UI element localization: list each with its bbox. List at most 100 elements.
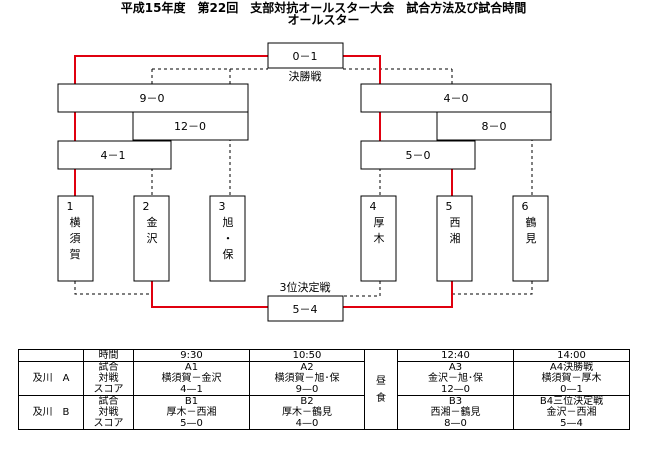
game-score: 12—0 — [440, 384, 471, 395]
row-label: 対戦 — [98, 407, 119, 418]
row-label: 対戦 — [98, 373, 119, 384]
game-id: A4決勝戦 — [549, 362, 594, 373]
lunch-char: 食 — [376, 392, 386, 404]
team-char: ・ — [223, 232, 234, 245]
venue-name: 及川 A — [18, 361, 84, 396]
dash-third-left — [74, 281, 152, 295]
schedule-table: 時間 9:30 10:50 昼 食 12:40 14:00 及川 A 試合 対戦… — [18, 349, 630, 430]
team-num: 1 — [67, 200, 74, 213]
red-third-right — [343, 281, 453, 308]
team-boxes — [57, 195, 549, 282]
row-label: スコア — [93, 418, 124, 429]
game-match: 横須賀－旭･保 — [274, 373, 340, 384]
game-cell: A1 横須賀－金沢 4—1 — [133, 361, 250, 396]
team-char: 厚 — [374, 216, 385, 229]
game-cell: A2 横須賀－旭･保 9—0 — [249, 361, 365, 396]
team-char: 保 — [223, 247, 234, 261]
game-score: 5—4 — [560, 418, 583, 429]
dash-third-rightmid — [268, 281, 381, 297]
team-num: 4 — [370, 200, 377, 213]
team-box-2 — [133, 195, 170, 282]
lunch-cell: 昼 食 — [364, 349, 398, 430]
red-final-right — [343, 55, 381, 84]
time-row: 時間 9:30 10:50 昼 食 12:40 14:00 — [18, 349, 630, 430]
red-lines — [74, 55, 453, 308]
game-score: 4—0 — [295, 418, 319, 429]
game-score: 8—0 — [444, 418, 467, 429]
game-cell: B2 厚木－鶴見 4—0 — [249, 395, 365, 430]
venue-row-a: 及川 A 試合 対戦 スコア A1 横須賀－金沢 4—1 A2 横須賀－旭･保 … — [18, 361, 630, 396]
final-label: 決勝戦 — [289, 69, 322, 83]
game-cell: A3 金沢－旭･保 12—0 — [397, 361, 514, 396]
team-char: 沢 — [147, 231, 158, 245]
venue-name: 及川 B — [18, 395, 84, 430]
left-semi-box — [57, 83, 249, 113]
right-first-score: 5－0 — [406, 149, 431, 162]
game-id: B4三位決定戦 — [539, 396, 604, 407]
team-num: 3 — [219, 200, 226, 213]
time-cell: 12:40 — [397, 349, 514, 362]
team-char: 西 — [450, 216, 461, 229]
dash-third-right — [452, 281, 533, 295]
row-labels: 試合 対戦 スコア — [83, 361, 134, 396]
time-header: 時間 — [83, 349, 134, 362]
game-match: 横須賀－金沢 — [161, 373, 222, 384]
game-score: 5—0 — [180, 418, 203, 429]
team-char: 湘 — [450, 231, 461, 245]
game-match: 厚木－鶴見 — [282, 407, 332, 418]
left-quarter-score: 12－0 — [174, 120, 206, 133]
third-box — [267, 295, 344, 322]
team-texts: 1 横 須 賀 2 金 沢 3 旭 ・ 保 4 厚 木 5 西 湘 6 鶴 見 — [67, 200, 537, 261]
right-semi-score: 4－0 — [444, 92, 469, 105]
left-semi-score: 9－0 — [140, 92, 165, 105]
team-num: 6 — [522, 200, 529, 213]
game-cell: B3 西湘－鶴見 8—0 — [397, 395, 514, 430]
left-quarter-box — [132, 111, 249, 141]
team-char: 旭 — [223, 215, 234, 229]
game-match: 厚木－西湘 — [166, 407, 217, 418]
row-label: スコア — [93, 384, 124, 395]
game-id: A2 — [300, 362, 314, 373]
right-first-box — [360, 140, 476, 170]
right-quarter-score: 8－0 — [482, 120, 507, 133]
team-char: 木 — [374, 232, 385, 245]
game-cell: B1 厚木－西湘 5—0 — [133, 395, 250, 430]
game-match: 金沢－旭･保 — [428, 373, 483, 384]
lunch-char: 昼 — [376, 375, 386, 387]
game-match: 西湘－鶴見 — [430, 407, 481, 418]
third-score: 5－4 — [293, 303, 318, 316]
team-box-1 — [57, 195, 94, 282]
left-first-box — [57, 140, 172, 170]
final-box — [267, 42, 344, 69]
score-texts: 0－1 決勝戦 9－0 12－0 4－1 4－0 8－0 5－0 3位決定戦 5… — [101, 50, 507, 316]
team-char: 須 — [70, 232, 81, 245]
right-quarter-box — [436, 111, 552, 141]
left-first-score: 4－1 — [101, 149, 126, 162]
time-cell: 9:30 — [133, 349, 250, 362]
game-id: A3 — [448, 362, 463, 373]
team-box-5 — [436, 195, 473, 282]
score-boxes — [57, 42, 552, 322]
game-cell: B4三位決定戦 金沢－西湘 5—4 — [513, 395, 630, 430]
team-char: 金 — [147, 215, 158, 229]
corner-cell — [18, 349, 84, 362]
time-cell: 14:00 — [513, 349, 630, 362]
game-score: 0—1 — [560, 384, 583, 395]
team-num: 5 — [446, 200, 453, 213]
row-label: 試合 — [98, 362, 119, 373]
game-id: B3 — [448, 396, 463, 407]
team-num: 2 — [143, 200, 150, 213]
team-box-6 — [512, 195, 549, 282]
game-id: A1 — [184, 362, 199, 373]
tournament-bracket: 0－1 決勝戦 9－0 12－0 4－1 4－0 8－0 5－0 3位決定戦 5… — [57, 42, 552, 322]
game-score: 4—1 — [180, 384, 203, 395]
game-match: 金沢－西湘 — [546, 407, 597, 418]
row-labels: 試合 対戦 スコア — [83, 395, 134, 430]
page-title: 平成15年度 第22回 支部対抗オールスター大会 試合方法及び試合時間 — [120, 1, 527, 15]
red-third-left — [151, 281, 268, 308]
time-cell: 10:50 — [249, 349, 365, 362]
game-id: B2 — [300, 396, 314, 407]
team-box-4 — [360, 195, 397, 282]
game-score: 9—0 — [295, 384, 319, 395]
game-cell: A4決勝戦 横須賀－厚木 0—1 — [513, 361, 630, 396]
